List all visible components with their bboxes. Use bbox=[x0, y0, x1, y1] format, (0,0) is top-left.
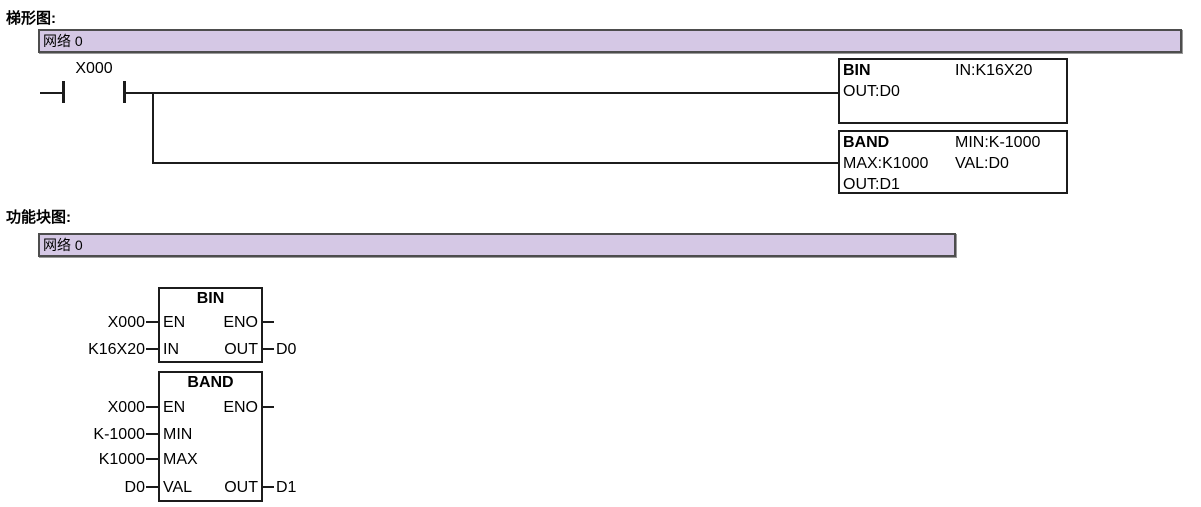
contact-operand-label: X000 bbox=[75, 60, 113, 77]
pin-wire bbox=[261, 486, 274, 488]
instruction-param: VAL:D0 bbox=[955, 155, 1009, 172]
instruction-param: IN:K16X20 bbox=[955, 62, 1033, 79]
wire-branch-drop bbox=[152, 92, 154, 164]
pin-wire bbox=[146, 348, 159, 350]
contact-left-leg-icon bbox=[62, 81, 65, 103]
fbd-operand: D0 bbox=[276, 341, 297, 358]
fbd-operand: D0 bbox=[124, 479, 145, 496]
fbd-band-block[interactable]: BAND bbox=[158, 371, 263, 502]
ladder-band-instruction-block[interactable]: BAND MIN:K-1000 MAX:K1000 VAL:D0 OUT:D1 bbox=[838, 130, 1068, 194]
wire-top-branch bbox=[125, 92, 839, 94]
ladder-bin-instruction-block[interactable]: BIN IN:K16X20 OUT:D0 bbox=[838, 58, 1068, 124]
fbd-operand: X000 bbox=[107, 399, 145, 416]
contact-x000[interactable]: X000 bbox=[62, 60, 126, 105]
fbd-operand: K1000 bbox=[98, 451, 145, 468]
fbd-pin: EN bbox=[163, 314, 186, 331]
fbd-operand: K-1000 bbox=[93, 426, 145, 443]
ladder-network-header[interactable]: 网络 0 bbox=[38, 29, 1182, 53]
pin-wire bbox=[146, 321, 159, 323]
fbd-bin-block[interactable]: BIN bbox=[158, 287, 263, 363]
pin-wire bbox=[146, 486, 159, 488]
fbd-pin: OUT bbox=[224, 341, 258, 358]
ladder-section-label: 梯形图: bbox=[6, 10, 56, 27]
fbd-pin: ENO bbox=[223, 314, 258, 331]
contact-right-leg-icon bbox=[123, 81, 126, 103]
fbd-pin: MIN bbox=[163, 426, 193, 443]
pin-wire bbox=[146, 458, 159, 460]
fbd-pin: IN bbox=[163, 341, 179, 358]
fbd-operand: D1 bbox=[276, 479, 297, 496]
fbd-pin: EN bbox=[163, 399, 186, 416]
instruction-param: MIN:K-1000 bbox=[955, 134, 1041, 151]
ladder-network-title: 网络 0 bbox=[43, 33, 83, 49]
pin-wire bbox=[146, 433, 159, 435]
fbd-network-title: 网络 0 bbox=[43, 237, 83, 253]
instruction-param: OUT:D1 bbox=[843, 176, 900, 193]
pin-wire bbox=[261, 406, 274, 408]
instruction-name: BIN bbox=[843, 62, 871, 79]
fbd-pin: MAX bbox=[163, 451, 198, 468]
fbd-block-title: BIN bbox=[196, 290, 225, 307]
fbd-pin: VAL bbox=[163, 479, 193, 496]
instruction-param: OUT:D0 bbox=[843, 83, 900, 100]
fbd-network-header[interactable]: 网络 0 bbox=[38, 233, 956, 257]
fbd-operand: K16X20 bbox=[88, 341, 145, 358]
fbd-pin: ENO bbox=[223, 399, 258, 416]
pin-wire bbox=[146, 406, 159, 408]
fbd-operand: X000 bbox=[107, 314, 145, 331]
wire-bottom-branch bbox=[152, 162, 839, 164]
fbd-pin: OUT bbox=[224, 479, 258, 496]
fbd-block-title: BAND bbox=[187, 374, 234, 391]
fbd-section-label: 功能块图: bbox=[6, 209, 71, 226]
instruction-name: BAND bbox=[843, 134, 890, 151]
instruction-param: MAX:K1000 bbox=[843, 155, 929, 172]
wire-left-segment bbox=[40, 92, 63, 94]
pin-wire bbox=[261, 348, 274, 350]
pin-wire bbox=[261, 321, 274, 323]
